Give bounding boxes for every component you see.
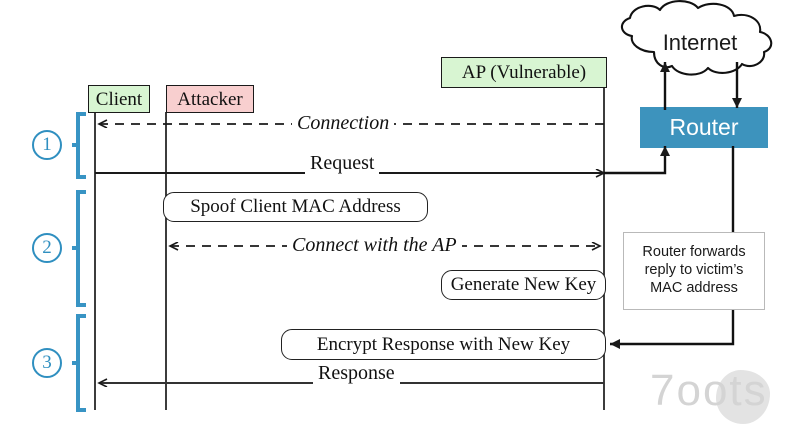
note-box-router-forward: Router forwards reply to victim’s MAC ad… (623, 232, 765, 310)
message-label-connection: Connection (292, 112, 395, 135)
message-label-response: Response (313, 362, 400, 385)
internet-label-text: Internet (662, 30, 738, 55)
watermark-text: 7oots (650, 366, 768, 415)
activity-box-generate-key[interactable]: Generate New Key (441, 270, 606, 300)
actor-box-client[interactable]: Client (88, 85, 150, 113)
actor-label-client: Client (95, 88, 143, 110)
activity-encrypt-response-label: Encrypt Response with New Key (316, 333, 571, 355)
watermark-splat (716, 370, 770, 424)
message-request-text: Request (310, 152, 375, 174)
internet-cloud-label: Internet (640, 30, 760, 56)
activity-generate-key-label: Generate New Key (450, 274, 597, 295)
actor-box-ap[interactable]: AP (Vulnerable) (441, 57, 607, 88)
message-connect-with-ap-text: Connect with the AP (292, 234, 457, 256)
actor-label-attacker: Attacker (177, 88, 243, 110)
message-response-text: Response (318, 362, 395, 384)
step-2-text: 2 (42, 237, 52, 258)
activity-spoof-mac-label: Spoof Client MAC Address (190, 196, 401, 217)
message-label-connect-with-ap: Connect with the AP (287, 234, 462, 257)
router-label: Router (669, 114, 739, 140)
step-number-3: 3 (32, 348, 62, 378)
message-label-request: Request (305, 152, 380, 175)
step-number-2: 2 (32, 233, 62, 263)
note-router-forward-line-2: reply to victim’s (644, 262, 744, 279)
actor-box-attacker[interactable]: Attacker (166, 85, 254, 113)
activity-box-spoof-mac[interactable]: Spoof Client MAC Address (163, 192, 428, 222)
step-number-1: 1 (32, 130, 62, 160)
note-router-forward-line-1: Router forwards (642, 244, 746, 261)
router-box[interactable]: Router (640, 107, 768, 148)
activity-box-encrypt-response[interactable]: Encrypt Response with New Key (281, 329, 606, 360)
message-connection-text: Connection (297, 112, 390, 134)
step-3-text: 3 (42, 352, 52, 373)
actor-label-ap: AP (Vulnerable) (461, 62, 587, 83)
step-1-text: 1 (42, 134, 52, 155)
note-router-forward-line-3: MAC address (650, 279, 738, 296)
